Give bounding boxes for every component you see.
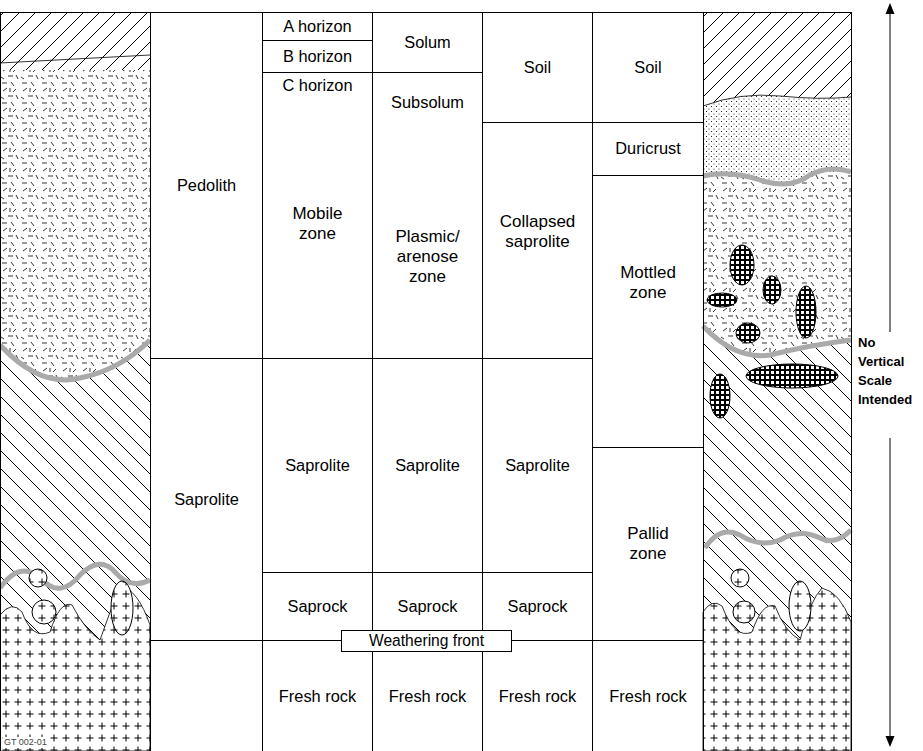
table-cell: B horizon <box>262 40 373 73</box>
cell-label: Pedolith <box>151 176 262 196</box>
corestone-crosses <box>789 581 811 631</box>
table-cell: Pallid zone <box>592 447 704 641</box>
table-cell: A horizon <box>262 12 373 41</box>
cell-label: Mobile zone <box>288 204 348 245</box>
cell-label: Collapsed saprolite <box>495 212 580 253</box>
arrow-shaft <box>890 438 891 738</box>
table-cell: Duricrust <box>592 122 704 176</box>
column-border <box>1 13 151 751</box>
corestone <box>789 581 811 631</box>
scale-note: No Vertical Scale Intended <box>858 334 920 409</box>
cell-label: Solum <box>373 33 482 53</box>
cell-label: Pallid zone <box>618 524 678 565</box>
table-cell: Soil <box>592 12 704 123</box>
table-cell: Solum <box>372 12 483 73</box>
table-cell: Saprolite <box>372 358 483 573</box>
corestone-crosses <box>731 569 749 587</box>
cell-label: Saprolite <box>373 456 482 476</box>
column-border <box>704 13 852 751</box>
table-cell: Saprolite <box>482 358 593 573</box>
table-cell: Collapsed saprolite <box>482 122 593 359</box>
cell-label: Subsolum <box>373 93 482 113</box>
table-cell: Saprolite <box>262 358 373 573</box>
table-cell: Mottled zone <box>592 175 704 448</box>
soil-hatch <box>0 12 150 70</box>
mottle <box>746 364 838 388</box>
grey-front-line <box>703 326 851 356</box>
table-cell: Fresh rock <box>262 640 373 751</box>
mottle <box>707 293 737 307</box>
fresh-rock-crosses <box>703 588 851 751</box>
table-cell: Fresh rock <box>372 640 483 751</box>
table-cell: Saprolite <box>150 358 263 641</box>
table-cell: SubsolumPlasmic/ arenose zone <box>372 72 483 359</box>
cell-label: C horizon <box>263 76 372 96</box>
left-profile-column <box>0 12 151 751</box>
corestone-crosses <box>111 581 133 635</box>
arrow-shaft <box>890 12 891 332</box>
corestone <box>32 600 56 624</box>
column-ground <box>1 13 151 751</box>
cell-label: Weathering front <box>342 632 511 651</box>
arrow-head <box>886 3 895 14</box>
front-box: Weathering front <box>341 630 512 652</box>
grey-front-line <box>703 169 851 184</box>
corestone-crosses <box>733 601 755 623</box>
mottled-texture <box>703 169 851 356</box>
cell-label: Saprolite <box>263 456 372 476</box>
cell-label: Saprock <box>373 597 482 617</box>
corestone <box>111 581 133 635</box>
table-cell: Fresh rock <box>592 640 704 751</box>
pedolith-texture <box>0 70 150 380</box>
soil-hatch <box>703 12 851 106</box>
right-profile-column <box>703 12 852 751</box>
corestone-crosses <box>32 600 56 624</box>
mottle <box>763 276 781 304</box>
mottle <box>730 245 754 285</box>
cell-label: Fresh rock <box>373 687 482 707</box>
cell-label: Soil <box>483 58 592 78</box>
duricrust-top-line <box>703 95 851 106</box>
grey-front-line <box>0 340 150 380</box>
grey-front-line <box>705 530 851 548</box>
corestone <box>29 569 47 587</box>
cell-label: Plasmic/ arenose zone <box>390 227 465 288</box>
cell-label: Saprock <box>483 597 592 617</box>
saprolite-hatch <box>703 326 851 751</box>
table-cell: Pedolith <box>150 12 263 359</box>
cell-label: Mottled zone <box>616 263 681 304</box>
table-cell: Fresh rock <box>482 640 593 751</box>
cell-label: Duricrust <box>593 139 703 159</box>
cell-label: Saprock <box>263 597 372 617</box>
cell-label: B horizon <box>263 47 372 67</box>
cell-label: A horizon <box>263 17 372 37</box>
cell-label: Fresh rock <box>483 687 592 707</box>
table-cell: Soil <box>482 12 593 123</box>
mottle <box>736 323 760 343</box>
corestone <box>733 601 755 623</box>
figure-code: GT 002-01 <box>3 737 48 748</box>
cell-label: Saprolite <box>483 456 592 476</box>
cell-label: Fresh rock <box>263 687 372 707</box>
saprolite-hatch <box>0 340 150 751</box>
mottle <box>796 286 816 338</box>
column-ground <box>704 13 852 751</box>
empty-cell <box>151 641 263 751</box>
cell-label: Saprolite <box>151 490 262 510</box>
soil-line <box>0 55 150 63</box>
cell-label: Soil <box>593 58 703 78</box>
cell-label: Fresh rock <box>593 687 703 707</box>
corestone-crosses <box>29 569 47 587</box>
table-cell: C horizonMobile zone <box>262 72 373 359</box>
fresh-rock-ground <box>703 588 851 751</box>
arrow-head <box>886 736 895 747</box>
corestone <box>731 569 749 587</box>
mottle <box>710 374 730 418</box>
duricrust-stipple <box>703 95 851 184</box>
